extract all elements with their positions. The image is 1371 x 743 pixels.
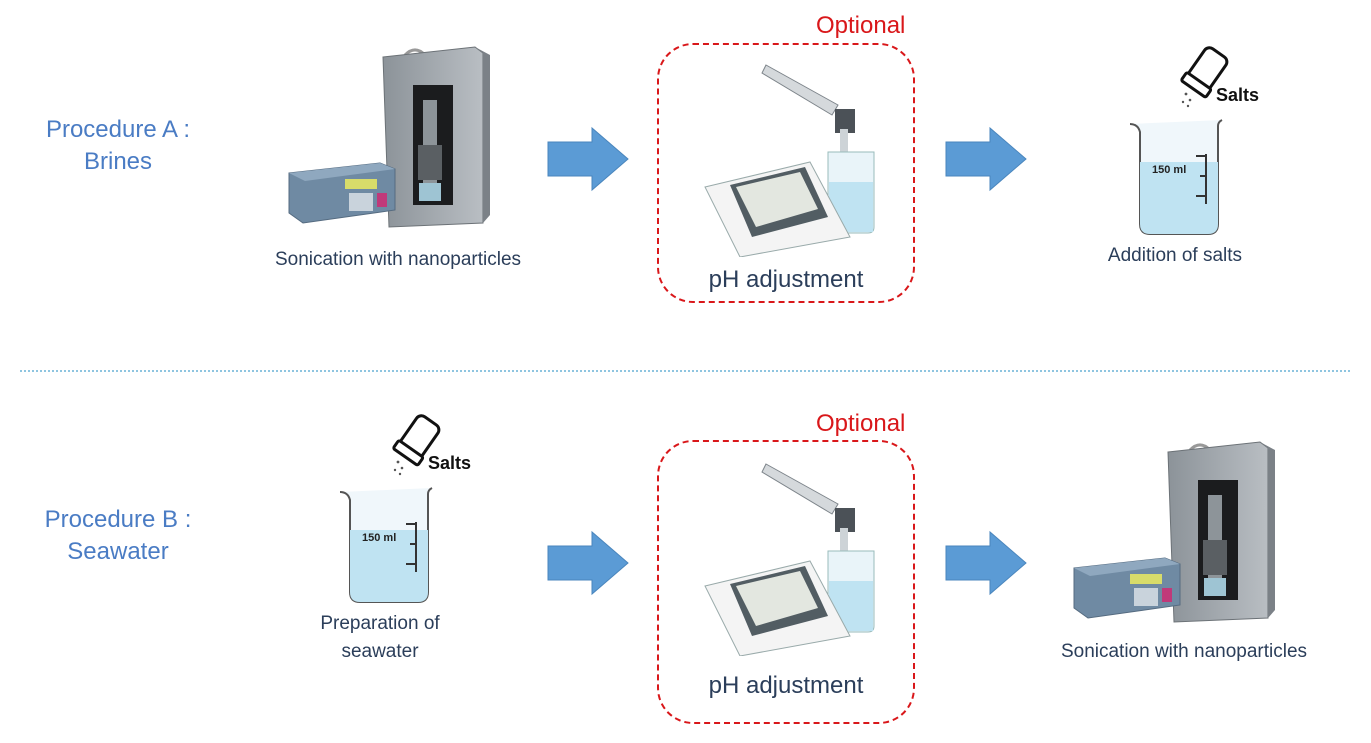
procedure-b-title-line1: Procedure B : xyxy=(44,506,192,533)
a-optional-label: Optional xyxy=(816,12,906,39)
arrow-right-icon xyxy=(944,126,1028,192)
arrow-right-icon xyxy=(546,530,630,596)
procedure-divider xyxy=(20,370,1350,372)
a-step1-caption: Sonication with nanoparticles xyxy=(274,249,522,270)
b-salts-label: Salts xyxy=(428,453,472,473)
salt-shaker-icon xyxy=(1176,42,1232,108)
b-ph-caption: pH adjustment xyxy=(708,672,864,699)
arrow-right-icon xyxy=(944,530,1028,596)
procedure-b-title-line2: Seawater xyxy=(67,538,169,565)
arrow-right-icon xyxy=(546,126,630,192)
salt-shaker-icon xyxy=(388,410,444,476)
procedure-a-title: Procedure A : Brines xyxy=(8,114,228,178)
beaker-icon xyxy=(334,486,434,606)
b-step1-caption-line2: seawater xyxy=(341,641,419,662)
sonicator-icon xyxy=(1070,440,1295,630)
sonicator-icon xyxy=(285,45,510,235)
beaker-icon xyxy=(1124,118,1224,238)
b-step3-caption: Sonication with nanoparticles xyxy=(1060,641,1308,662)
procedure-a-title-line1: Procedure A : xyxy=(45,116,191,143)
b-step1-caption: Preparation of seawater xyxy=(290,610,470,666)
a-optional-box xyxy=(657,43,915,303)
procedure-b-title: Procedure B : Seawater xyxy=(8,504,228,568)
a-ph-caption: pH adjustment xyxy=(708,266,864,293)
b-beaker-label: 150 ml xyxy=(362,532,397,544)
b-optional-box xyxy=(657,440,915,724)
b-step1-caption-line1: Preparation of xyxy=(320,613,440,634)
b-optional-label: Optional xyxy=(816,410,906,437)
a-salts-label: Salts xyxy=(1216,85,1260,105)
a-step3-caption: Addition of salts xyxy=(1107,245,1243,266)
ph-meter-icon xyxy=(700,57,885,257)
a-beaker-label: 150 ml xyxy=(1152,164,1187,176)
ph-meter-icon xyxy=(700,456,885,656)
procedure-a-title-line2: Brines xyxy=(83,148,153,175)
